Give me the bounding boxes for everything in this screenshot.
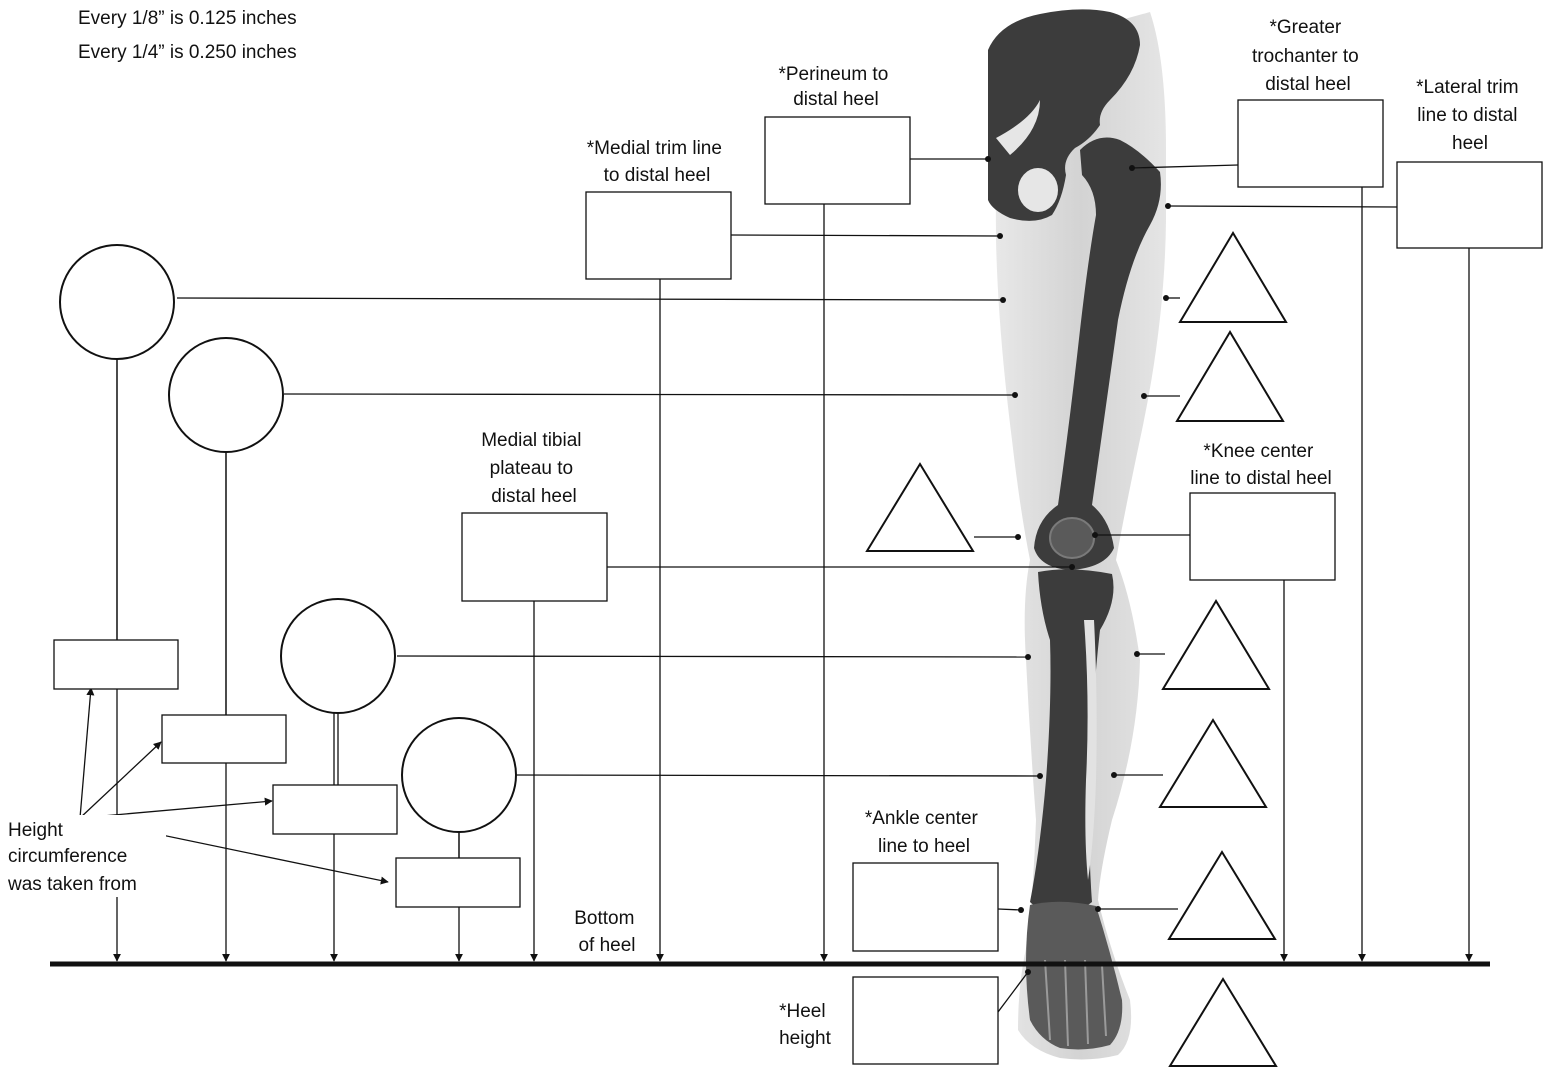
label-lateral-trim: *Lateral trim line to distal heel bbox=[1416, 77, 1524, 154]
circumference-circles[interactable] bbox=[60, 245, 516, 832]
note-line-1: Every 1/8” is 0.125 inches bbox=[78, 8, 297, 29]
triangle-measurement-6[interactable] bbox=[1169, 852, 1275, 939]
box-medial-trim[interactable] bbox=[586, 192, 731, 279]
box-heel-height[interactable] bbox=[853, 977, 998, 1064]
label-height-circumference: Height circumference was taken from bbox=[7, 815, 166, 897]
box-height-2[interactable] bbox=[162, 715, 286, 763]
note-line-2: Every 1/4” is 0.250 inches bbox=[78, 42, 297, 63]
triangle-measurement-4[interactable] bbox=[1163, 601, 1269, 689]
circle-measurement-1[interactable] bbox=[60, 245, 174, 359]
triangle-measurement-3[interactable] bbox=[867, 464, 973, 551]
label-perineum: *Perineum to distal heel bbox=[778, 64, 893, 110]
circle-measurement-2[interactable] bbox=[169, 338, 283, 452]
measurement-boxes[interactable] bbox=[54, 100, 1542, 1064]
label-bottom-of-heel: Bottom of heel bbox=[574, 908, 639, 956]
notes-text: Every 1/8” is 0.125 inches Every 1/4” is… bbox=[78, 8, 297, 63]
box-height-4[interactable] bbox=[396, 858, 520, 907]
label-heel-height: *Heel height bbox=[779, 1001, 831, 1049]
circle-measurement-4[interactable] bbox=[402, 718, 516, 832]
triangle-measurement-1[interactable] bbox=[1180, 233, 1286, 322]
box-ankle-center[interactable] bbox=[853, 863, 998, 951]
label-medial-trim: *Medial trim line to distal heel bbox=[587, 138, 727, 186]
box-medial-tibial[interactable] bbox=[462, 513, 607, 601]
box-lateral-trim[interactable] bbox=[1397, 162, 1542, 248]
triangle-measurement-7[interactable] bbox=[1170, 979, 1276, 1066]
box-greater-trochanter[interactable] bbox=[1238, 100, 1383, 187]
kneecap bbox=[1050, 518, 1094, 558]
triangle-measurement-5[interactable] bbox=[1160, 720, 1266, 807]
circle-measurement-3[interactable] bbox=[281, 599, 395, 713]
box-height-1[interactable] bbox=[54, 640, 178, 689]
obturator-foramen bbox=[1018, 168, 1058, 212]
triangle-measurement-2[interactable] bbox=[1177, 332, 1283, 421]
label-greater-trochanter: *Greater trochanter to distal heel bbox=[1252, 17, 1364, 95]
box-knee-center[interactable] bbox=[1190, 493, 1335, 580]
label-medial-tibial: Medial tibial plateau to distal heel bbox=[481, 430, 587, 507]
label-ankle-center: *Ankle center line to heel bbox=[865, 808, 983, 857]
label-knee-center: *Knee center line to distal heel bbox=[1190, 441, 1332, 489]
box-perineum[interactable] bbox=[765, 117, 910, 204]
box-height-3[interactable] bbox=[273, 785, 397, 834]
foot-bones bbox=[1026, 902, 1122, 1050]
